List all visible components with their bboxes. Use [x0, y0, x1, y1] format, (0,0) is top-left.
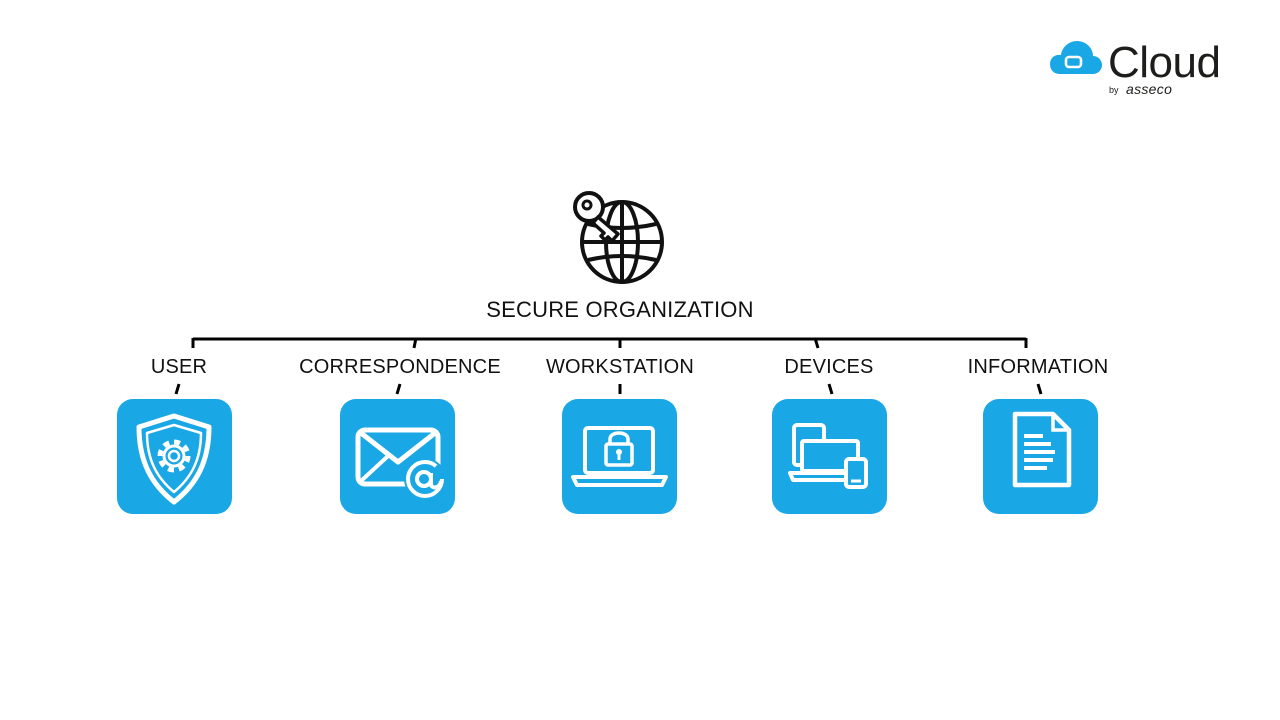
tile-user	[117, 399, 232, 514]
tile-correspondence	[340, 399, 455, 514]
globe-key-icon	[573, 191, 664, 284]
laptop-lock-icon	[571, 426, 668, 487]
cloud-logo: Cloud by asseco	[1050, 38, 1240, 100]
tile-devices	[772, 399, 887, 514]
logo-brand-text: asseco	[1126, 81, 1173, 97]
connector-devices-top	[813, 337, 820, 349]
cloud-icon	[1050, 41, 1102, 74]
envelope-at-icon	[355, 427, 446, 500]
shield-gear-icon	[136, 413, 212, 505]
root-title: SECURE ORGANIZATION	[486, 297, 754, 322]
tile-workstation	[562, 399, 677, 514]
logo-wordmark: Cloud	[1108, 38, 1221, 87]
document-icon	[1012, 411, 1072, 488]
connector-devices-bottom	[827, 383, 834, 395]
connector-correspondence-top	[412, 337, 418, 349]
node-label-correspondence: CORRESPONDENCE	[299, 356, 501, 378]
connector-correspondence-bottom	[395, 383, 402, 395]
tile-information	[983, 399, 1098, 514]
logo-by-text: by	[1109, 85, 1119, 95]
devices-icon	[788, 423, 868, 489]
node-label-user: USER	[150, 356, 208, 378]
node-label-information: INFORMATION	[967, 356, 1109, 378]
node-label-workstation: WORKSTATION	[545, 356, 695, 378]
node-label-devices: DEVICES	[784, 356, 874, 378]
connector-user-bottom	[174, 383, 181, 395]
connector-information-bottom	[1036, 383, 1043, 395]
